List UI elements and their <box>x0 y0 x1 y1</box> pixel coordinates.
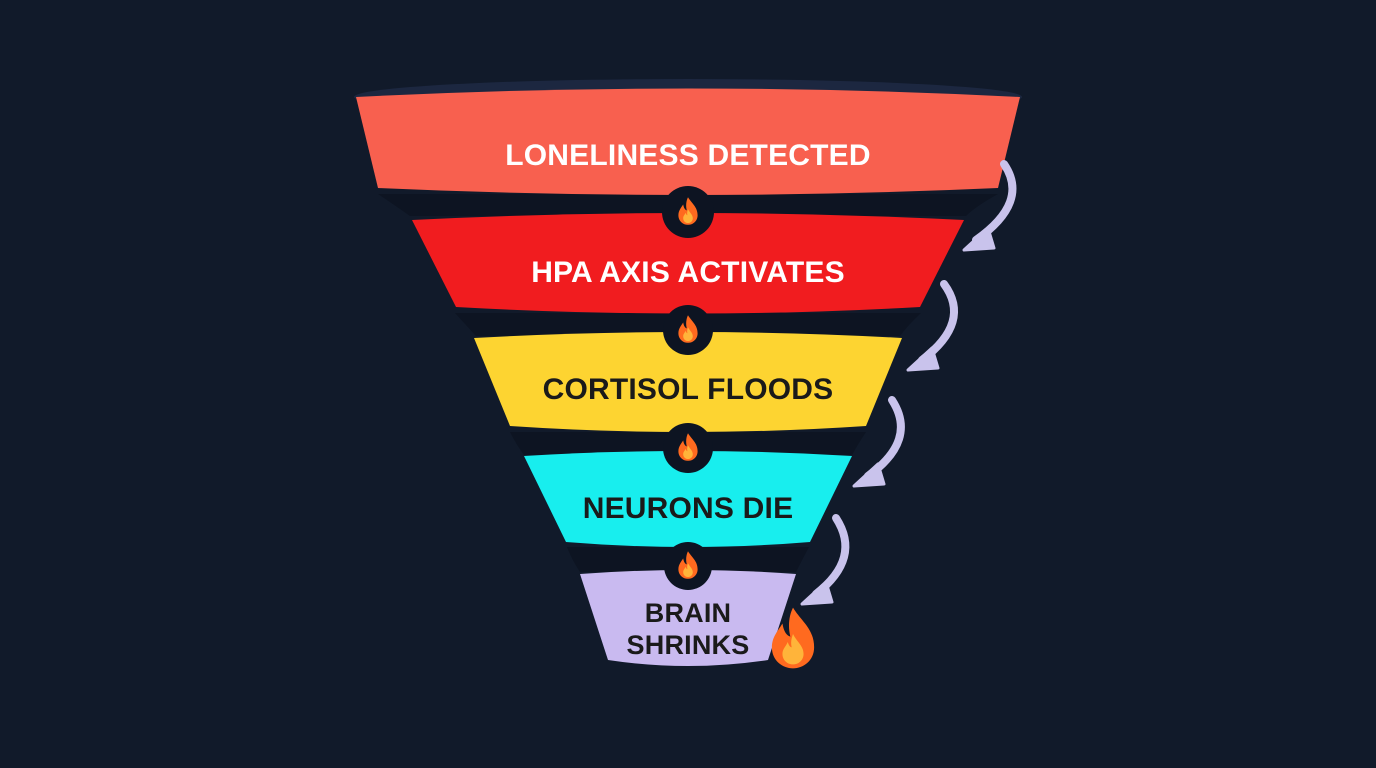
funnel-stage-hpa-axis-activates <box>412 213 964 314</box>
funnel-stage-brain-shrinks <box>580 570 796 666</box>
connector-badge-4 <box>664 542 712 590</box>
flow-arrow-3 <box>852 396 905 488</box>
funnel-stage-cortisol-floods <box>474 332 902 432</box>
funnel-stage-loneliness-detected <box>356 88 1020 195</box>
flow-arrow-1 <box>962 160 1017 252</box>
connector-badge-1 <box>662 186 714 238</box>
stage-label-hpa-axis-activates: HPA AXIS ACTIVATES <box>531 256 845 289</box>
stage-label-shrinks: SHRINKS <box>627 630 750 660</box>
stage-label-neurons-die: NEURONS DIE <box>583 492 794 525</box>
stage-label-brain: BRAIN <box>645 598 732 628</box>
funnel-stage-neurons-die <box>524 451 852 547</box>
stage-label-loneliness-detected: LONELINESS DETECTED <box>505 139 871 172</box>
flow-arrow-2 <box>906 280 958 372</box>
connector-badge-2 <box>663 305 713 355</box>
flow-arrow-4 <box>800 514 850 606</box>
connector-badge-3 <box>663 423 713 473</box>
stage-label-cortisol-floods: CORTISOL FLOODS <box>543 373 834 406</box>
